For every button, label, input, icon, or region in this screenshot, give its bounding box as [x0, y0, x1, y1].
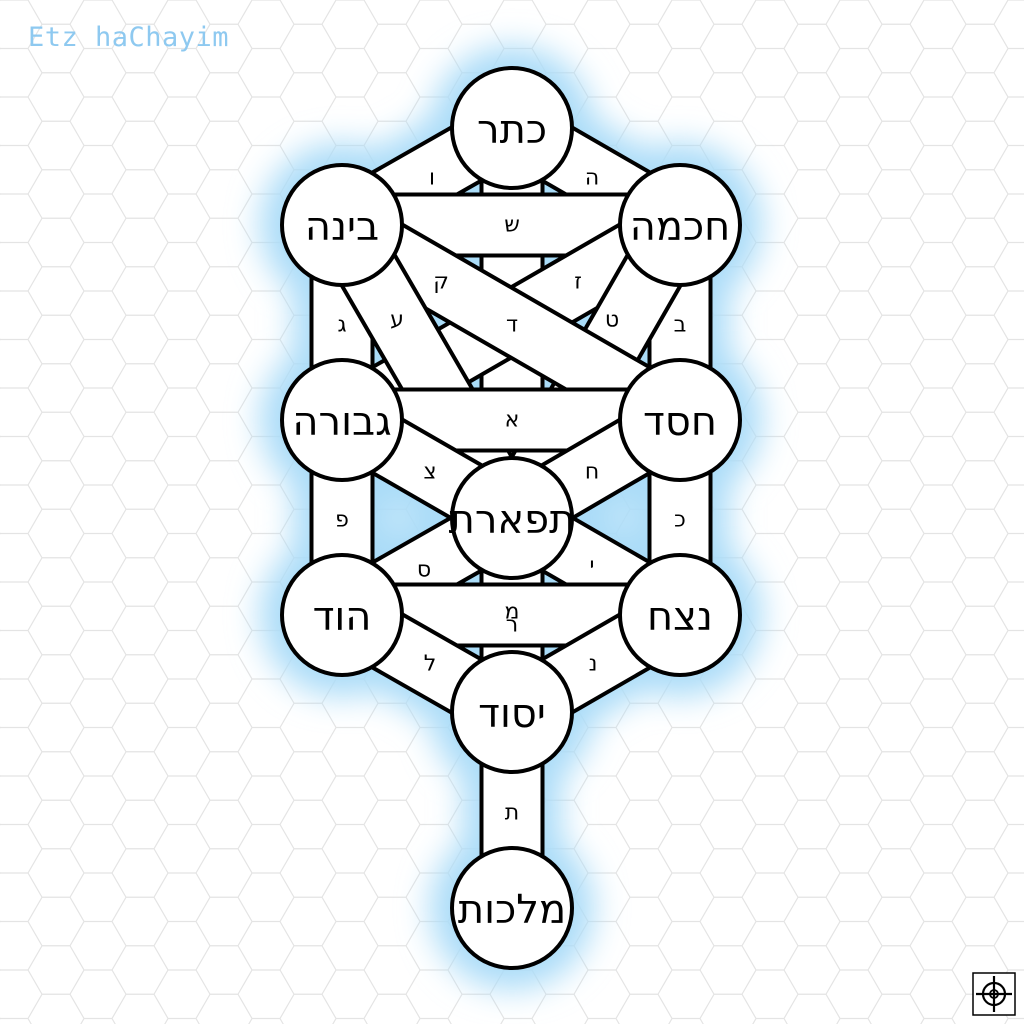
sephirah-label-chesed: חסד [643, 399, 717, 445]
sephirah-label-chokhmah: חכמה [630, 204, 731, 250]
path-letter-tiferet-hod: ס [417, 558, 431, 583]
crosshair-target-icon [972, 972, 1016, 1016]
sephirah-yesod: יסוד [450, 650, 574, 774]
path-letter-tiferet-yesod: ר [506, 613, 518, 638]
sephirah-label-malkhut: מלכות [458, 887, 566, 933]
path-letter-tiferet-netzach: י [590, 554, 595, 579]
sephirah-label-binah: בינה [305, 204, 379, 250]
path-letter-keter-tiferet: ד [506, 313, 518, 338]
sephirah-tiferet: תפארת [449, 456, 576, 580]
path-letter-chesed-tiferet: ח [585, 460, 599, 485]
sephirah-label-gevurah: גבורה [292, 399, 391, 445]
path-letter-keter-chokhmah: ה [585, 166, 599, 191]
path-letter-keter-binah: ו [429, 166, 435, 191]
path-letter-hod-yesod: ל [424, 652, 437, 677]
sephirah-hod: הוד [280, 553, 404, 677]
path-letter-binah-tiferet: ע [390, 308, 404, 333]
path-letter-chokhmah-gevurah: ז [574, 270, 582, 295]
sephirah-label-tiferet: תפארת [449, 497, 576, 543]
sephirah-netzach: נצח [618, 553, 742, 677]
path-letter-chokhmah-binah: ש [504, 213, 520, 238]
path-letter-yesod-malkhut: ת [505, 801, 519, 826]
path-letter-netzach-hod: מ [505, 600, 520, 625]
path-letter-chokhmah-chesed: ב [674, 313, 687, 338]
path-letter-binah-gevurah: ג [337, 313, 346, 338]
path-letter-gevurah-hod: פ [335, 508, 349, 533]
path-letter-netzach-yesod: נ [589, 652, 598, 677]
sephirah-chesed: חסד [618, 358, 742, 482]
sephirah-binah: בינה [280, 163, 404, 287]
path-letter-chesed-gevurah: א [505, 408, 520, 433]
sephirah-gevurah: גבורה [280, 358, 404, 482]
sephirah-keter: כתר [450, 66, 574, 190]
sephirah-label-hod: הוד [313, 594, 372, 640]
sephirah-label-yesod: יסוד [478, 691, 546, 737]
path-letter-chokhmah-tiferet: ט [605, 308, 619, 333]
path-letter-binah-chesed: ק [433, 270, 449, 295]
path-letters-layer: ה ו ד ש ב זט ג ק ע א כ ח פ צ י ס רמ נ ל ת [335, 166, 686, 826]
sephirah-label-keter: כתר [477, 107, 547, 153]
path-letter-gevurah-tiferet: צ [423, 460, 436, 485]
sephirah-malkhut: מלכות [450, 846, 574, 970]
sephirah-label-netzach: נצח [647, 594, 713, 640]
path-letter-chesed-netzach: כ [674, 508, 686, 533]
sephirah-chokhmah: חכמה [618, 163, 742, 287]
page-title: Etz haChayim [28, 22, 230, 53]
